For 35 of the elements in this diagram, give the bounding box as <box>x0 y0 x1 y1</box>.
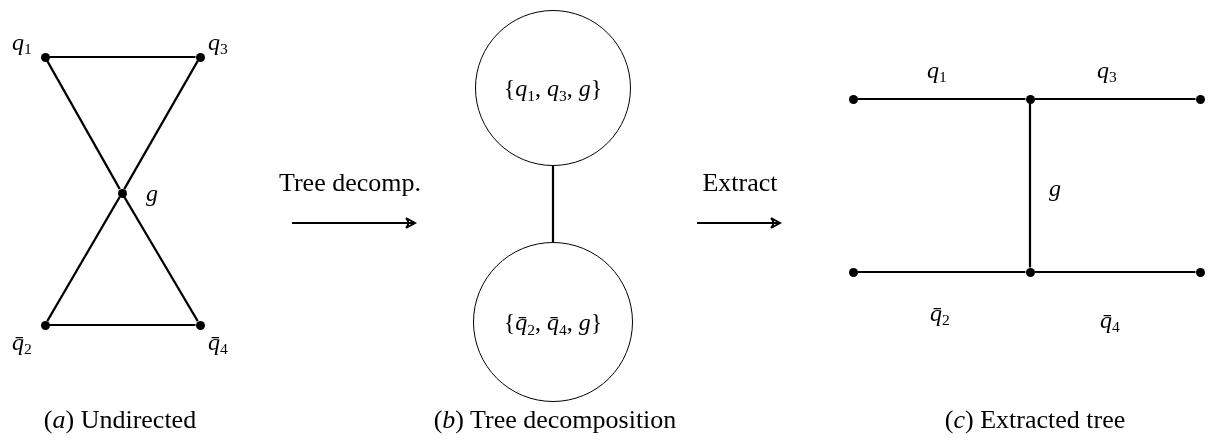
graph-edge <box>857 97 1026 101</box>
vertex-label: q̄$_{4}$ <box>208 328 228 356</box>
graph-edge <box>49 55 196 59</box>
step-label: Tree decomp. <box>279 168 421 198</box>
vertex-dot <box>848 267 858 277</box>
step-label: Extract <box>702 168 778 198</box>
vertex-label: q̄$_{2}$ <box>12 328 32 356</box>
panel-caption: (a) Undirected <box>43 405 197 435</box>
graph-edge <box>49 323 196 327</box>
vertex-dot <box>1195 94 1205 104</box>
vertex-dot <box>1025 267 1035 277</box>
bag-label: {q$_{1}$, q$_{3}$, g} <box>503 74 603 102</box>
bag-label: {q̄$_{2}$, q̄$_{4}$, g} <box>503 308 603 336</box>
graph-edge <box>1034 270 1196 274</box>
vertex-dot <box>195 320 205 330</box>
graph-edge <box>857 270 1026 274</box>
graph-edge <box>123 60 199 190</box>
vertex-dot <box>40 320 50 330</box>
panel-caption: (b) Tree decomposition <box>433 405 677 435</box>
vertex-label: g <box>146 179 158 207</box>
panel-caption: (c) Extracted tree <box>944 405 1126 435</box>
graph-edge <box>46 60 121 190</box>
graph-edge <box>551 166 555 242</box>
vertex-dot <box>195 52 205 62</box>
vertex-dot <box>848 94 858 104</box>
graph-edge <box>46 196 121 322</box>
vertex-label: q$_{3}$ <box>208 28 228 56</box>
vertex-label: q$_{1}$ <box>12 28 32 56</box>
graph-edge <box>123 196 199 322</box>
graph-edge <box>1028 103 1032 268</box>
vertex-dot <box>1195 267 1205 277</box>
graph-edge <box>1034 97 1196 101</box>
vertex-dot <box>1025 94 1035 104</box>
vertex-dot <box>117 188 127 198</box>
vertex-dot <box>40 52 50 62</box>
